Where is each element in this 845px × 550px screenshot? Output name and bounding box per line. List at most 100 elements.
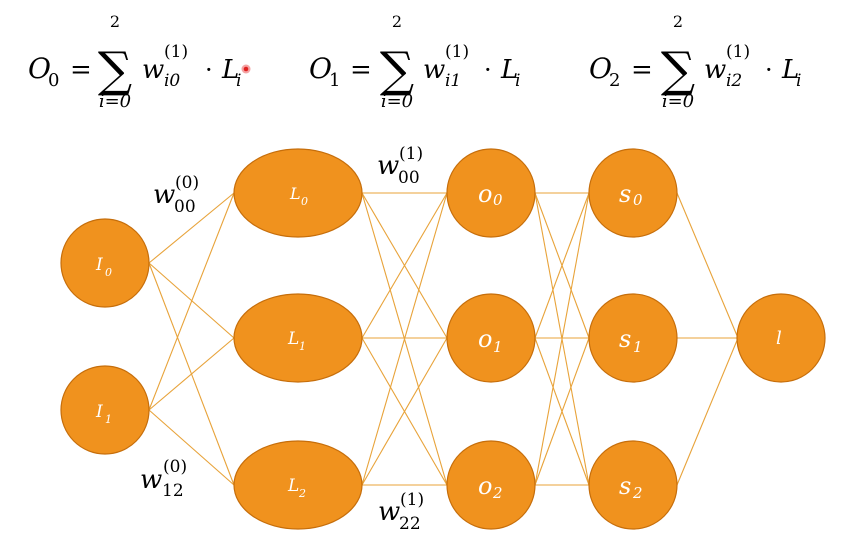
sum-top: 2 [673, 12, 683, 31]
node-label-base: I [95, 402, 103, 422]
eq-w-sup: (1) [164, 42, 188, 62]
node-label-base: o [478, 472, 492, 500]
eq-w: w [704, 55, 726, 85]
weight-label-w22-1: w (1) 22 [378, 490, 424, 534]
weight-sub: 00 [398, 168, 420, 188]
node-L1: L 1 [233, 293, 363, 383]
equation-o0: O 0 = 2 ∑ i=0 w (1) i0 · L i [28, 12, 241, 112]
sigma-symbol: ∑ [98, 42, 132, 98]
node-label-base: L [287, 329, 299, 349]
eq-lhs: O [28, 52, 51, 85]
node-label-base: s [619, 325, 631, 353]
node-label-sub: 2 [632, 484, 643, 502]
node-label-sub: 2 [298, 487, 306, 500]
node-ellipse [233, 293, 363, 383]
eq-L-sub: i [236, 71, 241, 91]
node-ellipse [233, 440, 363, 530]
node-label-base: l [776, 328, 782, 349]
node-circle [446, 148, 536, 238]
edge-l2-o1 [361, 337, 448, 486]
edge-i1-l2 [148, 409, 235, 486]
weight-label-w00-1: w (1) 00 [377, 144, 423, 188]
node-label-sub: 0 [105, 266, 112, 279]
edges [148, 192, 739, 486]
eq-dot: · [484, 56, 492, 84]
eq-w-sub: i2 [726, 71, 742, 91]
weight-sup: (1) [400, 490, 424, 510]
cursor-pointer-dot-core [243, 66, 249, 72]
node-o2: o 2 [446, 440, 536, 530]
weight-sup: (1) [399, 144, 423, 164]
edge-i1-l1 [148, 337, 235, 411]
weight-sup: (0) [175, 173, 199, 193]
edge-s0-l [676, 192, 739, 339]
eq-equals: = [70, 55, 92, 85]
edge-i0-l0 [148, 192, 235, 264]
edge-l2-o0 [361, 192, 448, 486]
weight-sub: 12 [162, 481, 184, 501]
eq-w-sub: i0 [164, 71, 180, 91]
node-s0: s 0 [588, 148, 678, 238]
eq-lhs: O [589, 52, 612, 85]
sum-top: 2 [110, 12, 120, 31]
node-s2: s 2 [588, 440, 678, 530]
node-label-base: s [619, 472, 631, 500]
node-label-sub: 1 [299, 340, 306, 353]
edge-l1-o0 [361, 192, 448, 339]
eq-w-sup: (1) [726, 42, 750, 62]
eq-lhs-sub: 2 [609, 70, 620, 91]
node-circle [588, 293, 678, 383]
sum-top: 2 [392, 12, 402, 31]
node-circle [446, 293, 536, 383]
weight-base: w [378, 497, 400, 527]
eq-lhs: O [309, 52, 332, 85]
eq-L: L [500, 55, 518, 85]
sum-bottom: i=0 [99, 91, 131, 112]
node-o0: o 0 [446, 148, 536, 238]
node-label-base: I [95, 255, 103, 275]
edge-o1-s0 [534, 192, 590, 339]
node-label-sub: 0 [301, 195, 308, 208]
eq-L-sub: i [515, 71, 520, 91]
weight-label-w12-0: w (0) 12 [140, 457, 187, 501]
node-I1: I 1 [60, 365, 150, 455]
equation-o2: O 2 = 2 ∑ i=0 w (1) i2 · L i [589, 12, 801, 112]
node-L2: L 2 [233, 440, 363, 530]
eq-dot: · [765, 56, 773, 84]
edge-i1-l0 [148, 192, 235, 411]
node-L0: L 0 [233, 148, 363, 238]
sigma-symbol: ∑ [380, 42, 414, 98]
weight-base: w [153, 180, 175, 210]
node-l: l [736, 293, 826, 383]
node-circle [60, 218, 150, 308]
eq-w: w [423, 55, 445, 85]
weight-label-w00-0: w (0) 00 [153, 173, 199, 217]
weight-sup: (0) [163, 457, 187, 477]
node-circle [446, 440, 536, 530]
weight-sub: 22 [399, 514, 421, 534]
node-s1: s 1 [588, 293, 678, 383]
eq-equals: = [631, 55, 653, 85]
node-label-base: L [289, 184, 301, 203]
sum-bottom: i=0 [662, 91, 694, 112]
eq-L: L [221, 55, 239, 85]
eq-w-sub: i1 [445, 71, 461, 91]
node-circle [60, 365, 150, 455]
node-circle [588, 148, 678, 238]
eq-dot: · [205, 56, 213, 84]
sum-bottom: i=0 [381, 91, 413, 112]
node-label-base: o [478, 325, 492, 353]
weight-base: w [377, 151, 399, 181]
edge-o2-s0 [534, 192, 590, 486]
node-label-base: s [619, 180, 631, 208]
eq-equals: = [350, 55, 372, 85]
node-o1: o 1 [446, 293, 536, 383]
node-label-sub: 1 [493, 338, 503, 356]
node-label-sub: 2 [492, 484, 503, 502]
eq-L-sub: i [796, 71, 801, 91]
edge-s2-l [676, 337, 739, 486]
equation-o1: O 1 = 2 ∑ i=0 w (1) i1 · L i [309, 12, 520, 112]
eq-lhs-sub: 1 [329, 70, 340, 91]
node-label-base: L [287, 476, 299, 496]
